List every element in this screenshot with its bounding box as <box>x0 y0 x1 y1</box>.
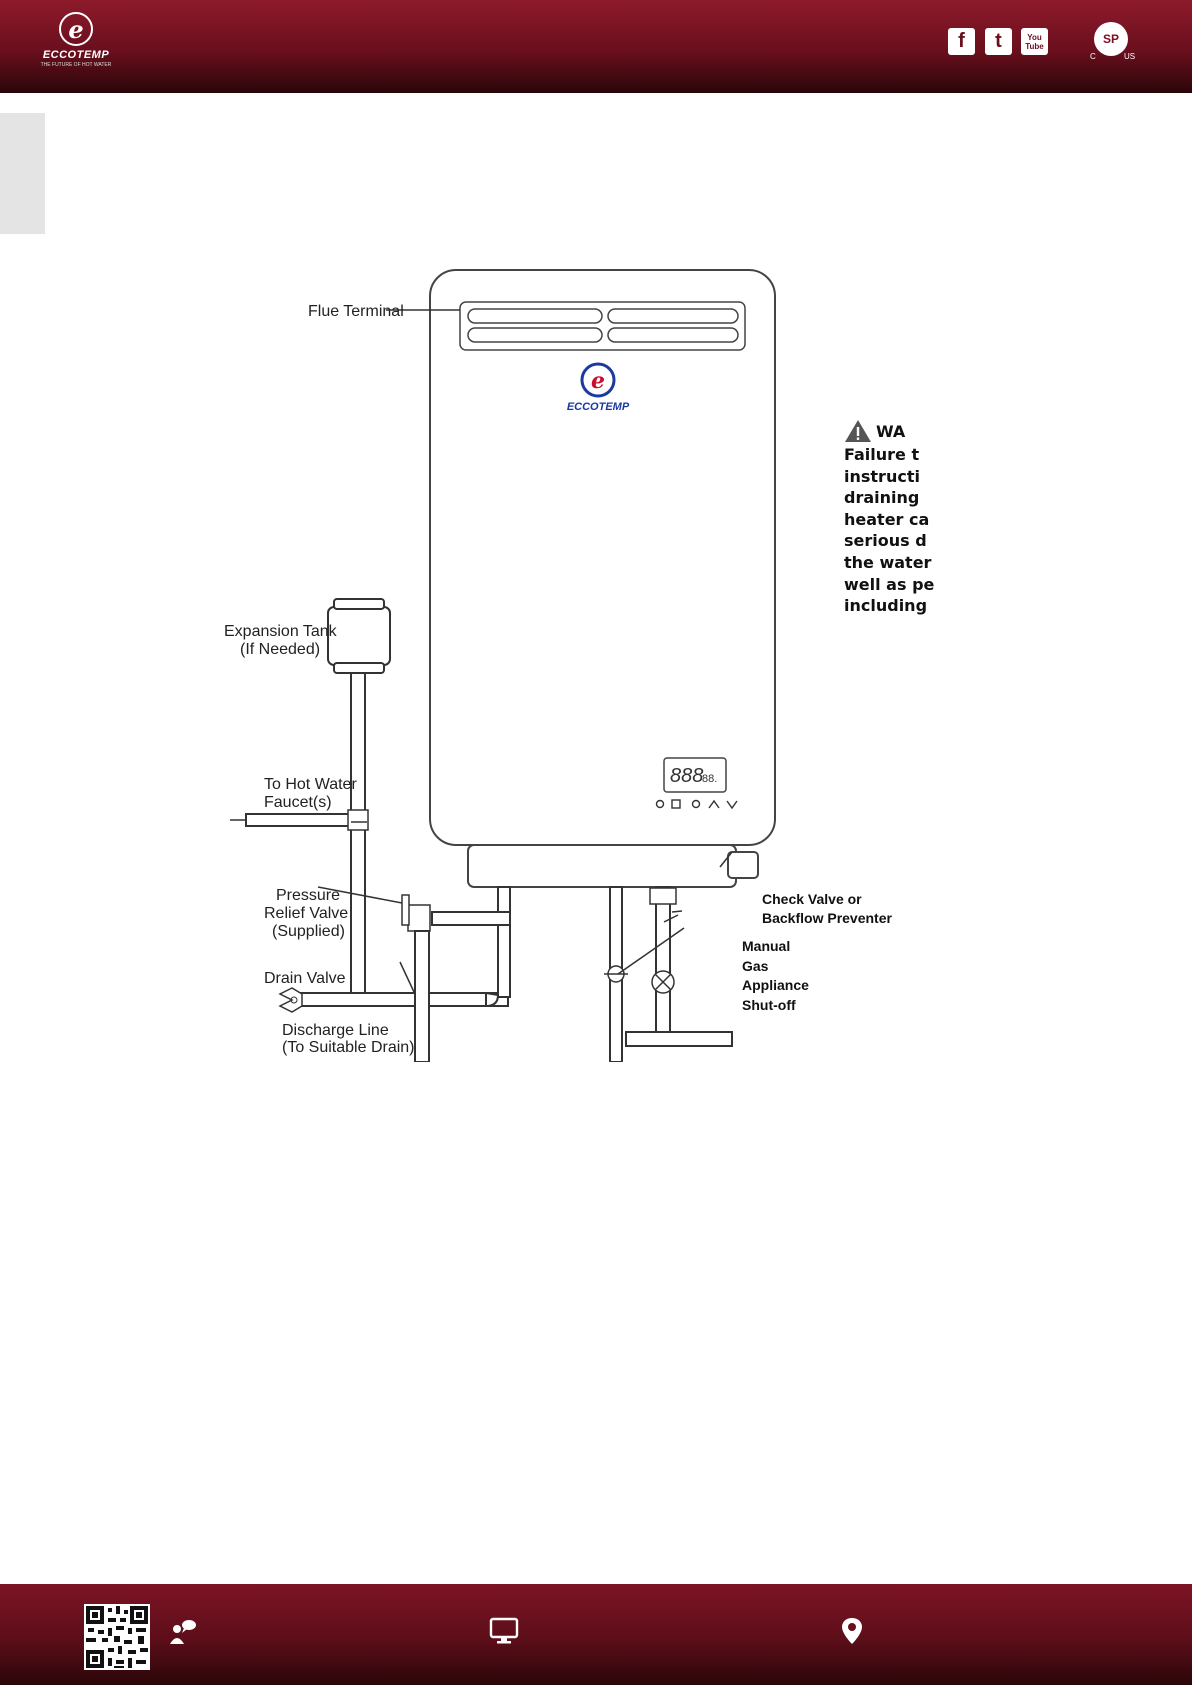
warning-line: instructi <box>844 466 920 486</box>
person-chat-icon[interactable] <box>168 1616 198 1646</box>
installation-diagram: .pipe { fill: #ffffff; stroke: #333; str… <box>224 269 892 1062</box>
brand-logo[interactable]: e ECCOTEMP THE FUTURE OF HOT WATER <box>36 12 116 68</box>
facebook-icon[interactable]: f <box>948 28 975 55</box>
display-small: 88. <box>702 773 717 785</box>
label-gas-4: Shut-off <box>742 997 796 1013</box>
warning-line: serious d <box>844 531 927 551</box>
label-gas-1: Manual <box>742 938 790 954</box>
warning-line: including <box>844 596 928 616</box>
twitter-icon[interactable]: t <box>985 28 1012 55</box>
label-expansion-tank: Expansion Tank <box>224 623 338 640</box>
heater-logo-name: ECCOTEMP <box>567 401 630 413</box>
csa-mark-icon: SP <box>1094 22 1128 56</box>
youtube-icon-bottom: Tube <box>1025 41 1044 51</box>
label-check-valve-1: Check Valve or <box>762 891 862 907</box>
expansion-tank <box>327 598 391 674</box>
page-header: e ECCOTEMP THE FUTURE OF HOT WATER f t Y… <box>0 0 1192 93</box>
heater-base <box>467 844 737 888</box>
label-flue-terminal: Flue Terminal <box>308 303 404 320</box>
brand-tagline: THE FUTURE OF HOT WATER <box>40 62 112 68</box>
control-buttons <box>655 799 738 810</box>
warning-line: well as pe <box>844 574 935 594</box>
csa-certification-badge: SP C US <box>1090 22 1136 64</box>
label-pressure-1: Pressure <box>276 887 340 904</box>
warning-title: WA <box>876 421 906 441</box>
warning-line: the water <box>844 552 932 572</box>
control-display: 888 88. <box>663 757 727 793</box>
drain-valve <box>278 987 303 1013</box>
label-pressure-2: Relief Valve <box>264 905 348 922</box>
eccotemp-logo-icon: e <box>59 12 93 46</box>
youtube-icon[interactable]: You Tube <box>1021 28 1048 55</box>
label-hot-water-1: To Hot Water <box>264 776 357 793</box>
warning-heading: WA <box>844 418 954 444</box>
map-pin-icon[interactable] <box>837 1616 867 1646</box>
svg-text:e: e <box>591 368 605 394</box>
heater-logo: e ECCOTEMP <box>567 362 630 413</box>
label-expansion-tank-note: (If Needed) <box>240 641 320 658</box>
label-discharge-1: Discharge Line <box>282 1022 389 1039</box>
flue-terminal <box>459 301 746 351</box>
manual-gas-shutoff-valve <box>604 965 628 983</box>
check-valve <box>649 887 677 905</box>
warning-notice: WA Failure t instructi draining heater c… <box>844 418 954 617</box>
pressure-relief-valve <box>401 894 431 932</box>
qr-code-icon[interactable] <box>84 1604 150 1670</box>
label-gas-3: Appliance <box>742 977 809 993</box>
label-hot-water-2: Faucet(s) <box>264 794 332 811</box>
side-tab[interactable] <box>0 113 45 234</box>
monitor-icon[interactable] <box>489 1616 519 1646</box>
display-digits: 888 <box>670 765 703 787</box>
warning-line: heater ca <box>844 509 930 529</box>
csa-left-label: C <box>1090 52 1096 61</box>
label-gas-2: Gas <box>742 958 769 974</box>
warning-line: Failure t <box>844 445 920 464</box>
page-footer <box>0 1584 1192 1685</box>
label-drain-valve: Drain Valve <box>264 970 346 987</box>
youtube-icon-top: You <box>1027 32 1042 42</box>
csa-right-label: US <box>1124 52 1136 61</box>
label-pressure-3: (Supplied) <box>272 923 345 940</box>
warning-triangle-icon <box>845 420 871 442</box>
label-discharge-2: (To Suitable Drain) <box>282 1039 415 1056</box>
brand-name: ECCOTEMP <box>42 49 110 61</box>
warning-line: draining <box>844 488 920 508</box>
label-check-valve-2: Backflow Preventer <box>762 910 892 926</box>
